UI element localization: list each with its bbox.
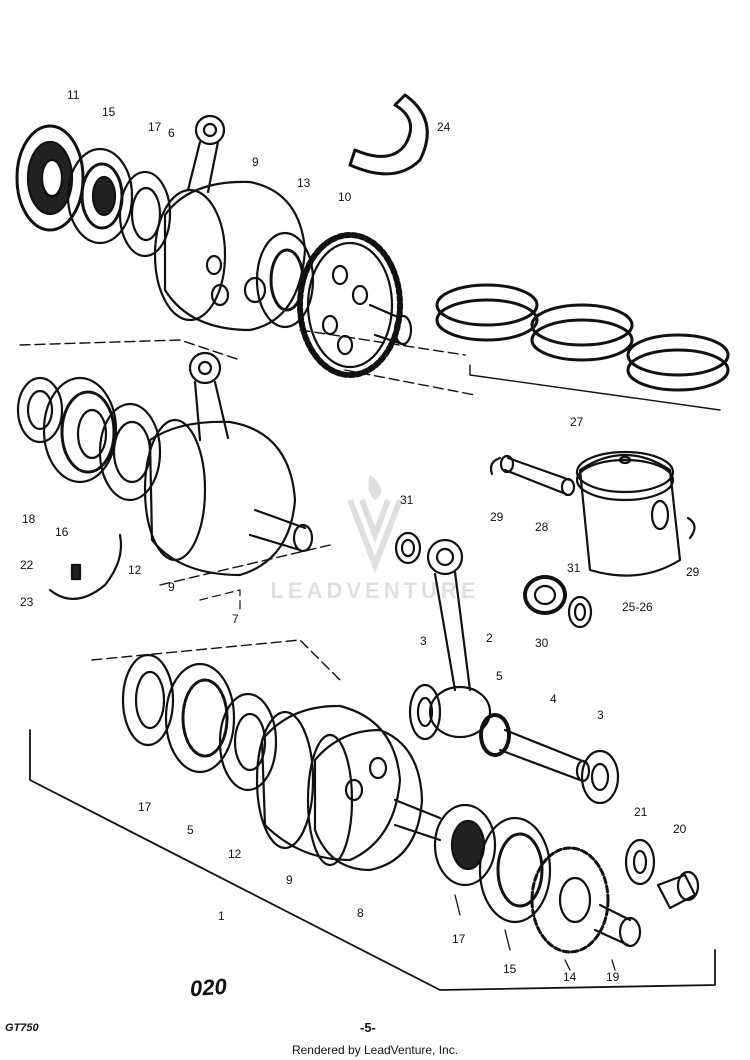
washer-31-right — [567, 595, 593, 629]
part-label-21: 21 — [634, 805, 648, 819]
piston-25-26 — [575, 450, 682, 577]
part-label-18: 18 — [22, 512, 36, 526]
part-label-9-bottom: 9 — [286, 873, 293, 887]
watermark-logo-icon — [347, 475, 403, 574]
part-label-8: 8 — [357, 906, 364, 920]
part-label-29: 29 — [490, 510, 504, 524]
piston-pin-28 — [499, 454, 576, 497]
connecting-rod-2 — [426, 538, 492, 739]
part-label-24: 24 — [437, 120, 451, 134]
part-label-4: 4 — [550, 692, 557, 706]
clip-23 — [48, 533, 123, 600]
part-label-9-mid: 9 — [168, 580, 175, 594]
crank-web-9-top — [153, 180, 307, 332]
part-label-31: 31 — [400, 493, 414, 507]
part-label-17-right: 17 — [452, 932, 466, 946]
part-label-5: 5 — [496, 669, 503, 683]
bearing-16 — [42, 376, 118, 484]
part-label-11: 11 — [67, 88, 80, 102]
model-name: GT750 — [5, 1022, 39, 1034]
part-label-31-right: 31 — [567, 561, 581, 575]
watermark-text: LEADVENTURE — [270, 578, 480, 603]
part-label-7: 7 — [232, 612, 239, 626]
watermark: LEADVENTURE — [240, 470, 510, 610]
needle-bearing-30 — [523, 575, 567, 615]
part-label-13: 13 — [297, 176, 311, 190]
seal-17-right — [433, 803, 497, 887]
pin-22 — [70, 563, 82, 581]
bearing-15-bottom — [478, 816, 552, 924]
crank-web-9-bottom — [255, 704, 402, 862]
cap-20 — [656, 870, 700, 910]
part-label-2: 2 — [486, 631, 493, 645]
piston-rings-27 — [435, 283, 730, 411]
part-label-1: 1 — [218, 909, 225, 923]
part-label-3: 3 — [420, 634, 427, 648]
part-label-9: 9 — [252, 155, 259, 169]
top-crank-assembly — [15, 93, 429, 378]
part-label-6: 6 — [168, 126, 175, 140]
middle-crank-assembly — [16, 351, 314, 600]
part-label-16: 16 — [55, 525, 69, 539]
part-label-15: 15 — [102, 105, 116, 119]
washer-21 — [624, 838, 656, 886]
crank-web-9-mid — [143, 418, 314, 577]
circlip-29-left — [489, 456, 502, 476]
part-label-15-bottom: 15 — [503, 962, 517, 976]
part-label-28: 28 — [535, 520, 549, 534]
seal-17-bottom — [121, 653, 175, 747]
oil-seal-11 — [15, 124, 85, 232]
bottom-crank-assembly — [121, 653, 700, 954]
washer-31-left — [394, 531, 422, 565]
bearing-15 — [66, 147, 134, 245]
part-label-22: 22 — [20, 558, 34, 572]
part-label-27: 27 — [570, 415, 584, 429]
connecting-rod-6-top — [186, 114, 226, 194]
washer-3-left — [408, 683, 442, 741]
footer-credit: Rendered by LeadVenture, Inc. — [291, 1043, 459, 1057]
page-number: -5- — [360, 1020, 376, 1035]
diagram-code: 020 — [189, 973, 228, 1002]
needle-bearing-5-mid — [479, 713, 511, 757]
bearing-5-bottom — [164, 662, 236, 774]
half-ring-24 — [348, 93, 429, 176]
part-label-20: 20 — [673, 822, 687, 836]
part-label-14: 14 — [563, 970, 577, 984]
gear-14 — [530, 846, 610, 954]
part-label-12-bottom: 12 — [228, 847, 242, 861]
gear-10 — [297, 232, 413, 378]
part-label-25-26: 25-26 — [622, 600, 653, 614]
part-label-29-right: 29 — [686, 565, 700, 579]
part-label-10: 10 — [338, 190, 352, 204]
crank-web-8 — [306, 728, 442, 872]
part-label-5-bottom: 5 — [187, 823, 194, 837]
part-label-30: 30 — [535, 636, 549, 650]
seal-12-bottom — [218, 692, 278, 792]
part-label-19: 19 — [606, 970, 620, 984]
washer-3-right — [580, 749, 620, 805]
shaft-19 — [593, 903, 642, 948]
part-label-17-bottom: 17 — [138, 800, 152, 814]
crankpin-4 — [498, 728, 591, 783]
part-label-17: 17 — [148, 120, 162, 134]
part-label-3-right: 3 — [597, 708, 604, 722]
part-label-23: 23 — [20, 595, 34, 609]
circlip-29-right — [686, 516, 696, 540]
seal-18 — [16, 376, 64, 444]
part-label-12: 12 — [128, 563, 142, 577]
connecting-rod-mid — [188, 351, 230, 442]
seal-17-top — [118, 170, 172, 258]
